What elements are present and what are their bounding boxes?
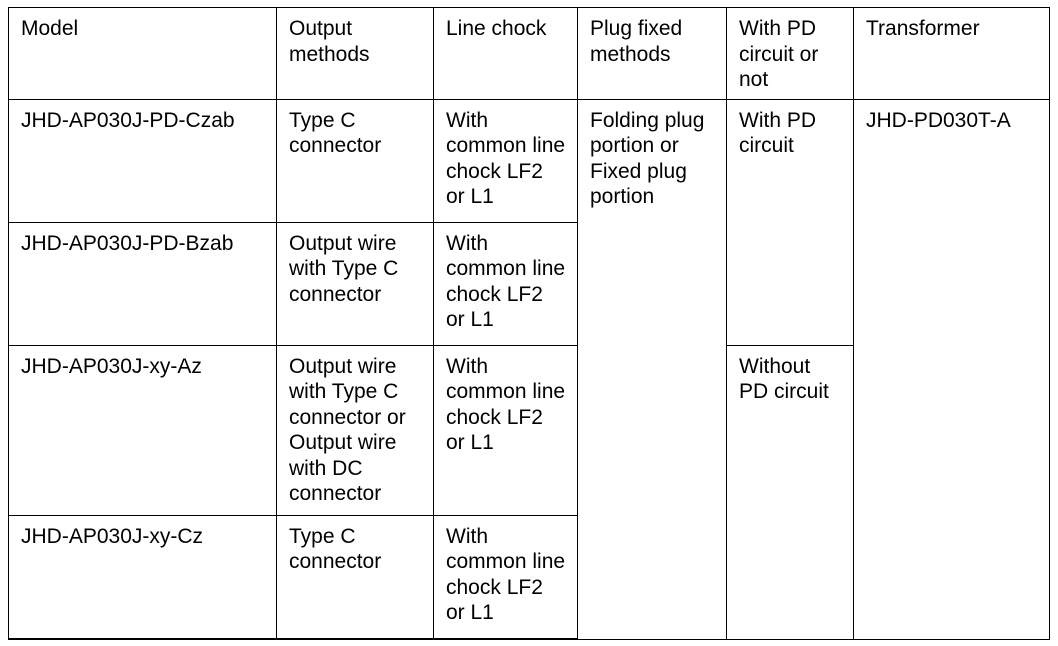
cell-without-pd-circuit-merged: Without PD circuit bbox=[726, 344, 854, 640]
column-header-model-label: Model bbox=[21, 17, 79, 40]
table-row: JHD-AP030J-PD-Czab Type C connector With… bbox=[8, 98, 1050, 640]
cell-output-methods: Type C connector bbox=[276, 514, 434, 640]
cell-model-value: JHD-AP030J-PD-Czab bbox=[21, 108, 235, 132]
column-header-line-chock-label: Line chock bbox=[446, 17, 547, 40]
column-header-transformer: Transformer bbox=[853, 7, 1050, 100]
cell-line-chock-value: With common line chock LF2 or L1 bbox=[446, 231, 566, 332]
cell-line-chock: With common line chock LF2 or L1 bbox=[433, 514, 578, 640]
table-row: JHD-AP030J-xy-Cz Type C connector With c… bbox=[8, 514, 1050, 640]
column-header-plug-fixed-methods: Plug fixed methods bbox=[577, 7, 727, 100]
column-header-output-methods: Output methods bbox=[276, 7, 434, 100]
cell-line-chock: With common line chock LF2 or L1 bbox=[433, 98, 578, 223]
cell-model-value: JHD-AP030J-xy-Az bbox=[21, 354, 202, 378]
column-header-line-chock: Line chock bbox=[433, 7, 578, 100]
cell-output-methods: Type C connector bbox=[276, 98, 434, 223]
cell-output-methods: Output wire with Type C connector or Out… bbox=[276, 344, 434, 516]
cell-without-pd-circuit-value: Without PD circuit bbox=[739, 354, 829, 404]
cell-model-value: JHD-AP030J-PD-Bzab bbox=[21, 231, 234, 255]
cell-output-methods-value: Output wire with Type C connector bbox=[289, 231, 399, 306]
cell-with-pd-circuit-merged: With PD circuit bbox=[726, 98, 854, 346]
table-row: JHD-AP030J-xy-Az Output wire with Type C… bbox=[8, 344, 1050, 640]
table-row: JHD-AP030J-PD-Bzab Output wire with Type… bbox=[8, 221, 1050, 346]
model-specification-table: Model Output methods Line chock Plug fix… bbox=[8, 7, 1050, 640]
cell-output-methods: Output wire with Type C connector bbox=[276, 221, 434, 346]
cell-plug-fixed-methods-merged: Folding plug portion or Fixed plug porti… bbox=[577, 98, 727, 640]
cell-transformer-value: JHD-PD030T-A bbox=[866, 108, 1011, 132]
cell-line-chock: With common line chock LF2 or L1 bbox=[433, 221, 578, 346]
cell-plug-fixed-methods-value: Folding plug portion or Fixed plug porti… bbox=[590, 108, 705, 209]
cell-model: JHD-AP030J-PD-Czab bbox=[8, 98, 277, 223]
cell-model: JHD-AP030J-xy-Cz bbox=[8, 514, 277, 640]
cell-transformer-merged: JHD-PD030T-A bbox=[853, 98, 1050, 640]
cell-with-pd-circuit-value: With PD circuit bbox=[739, 108, 817, 158]
cell-output-methods-value: Type C connector bbox=[289, 108, 382, 158]
cell-line-chock: With common line chock LF2 or L1 bbox=[433, 344, 578, 516]
cell-output-methods-value: Output wire with Type C connector or Out… bbox=[289, 354, 406, 506]
cell-line-chock-value: With common line chock LF2 or L1 bbox=[446, 524, 566, 625]
column-header-transformer-label: Transformer bbox=[866, 17, 980, 40]
cell-model: JHD-AP030J-xy-Az bbox=[8, 344, 277, 516]
column-header-plug-fixed-methods-label: Plug fixed methods bbox=[590, 17, 683, 66]
cell-line-chock-value: With common line chock LF2 or L1 bbox=[446, 354, 566, 455]
cell-model: JHD-AP030J-PD-Bzab bbox=[8, 221, 277, 346]
table-header-row: Model Output methods Line chock Plug fix… bbox=[8, 7, 1050, 100]
column-header-with-pd-circuit-or-not: With PD circuit or not bbox=[726, 7, 854, 100]
column-header-with-pd-circuit-or-not-label: With PD circuit or not bbox=[739, 17, 819, 91]
cell-output-methods-value: Type C connector bbox=[289, 524, 382, 574]
cell-model-value: JHD-AP030J-xy-Cz bbox=[21, 524, 204, 548]
column-header-output-methods-label: Output methods bbox=[289, 17, 370, 66]
column-header-model: Model bbox=[8, 7, 277, 100]
cell-line-chock-value: With common line chock LF2 or L1 bbox=[446, 108, 566, 209]
